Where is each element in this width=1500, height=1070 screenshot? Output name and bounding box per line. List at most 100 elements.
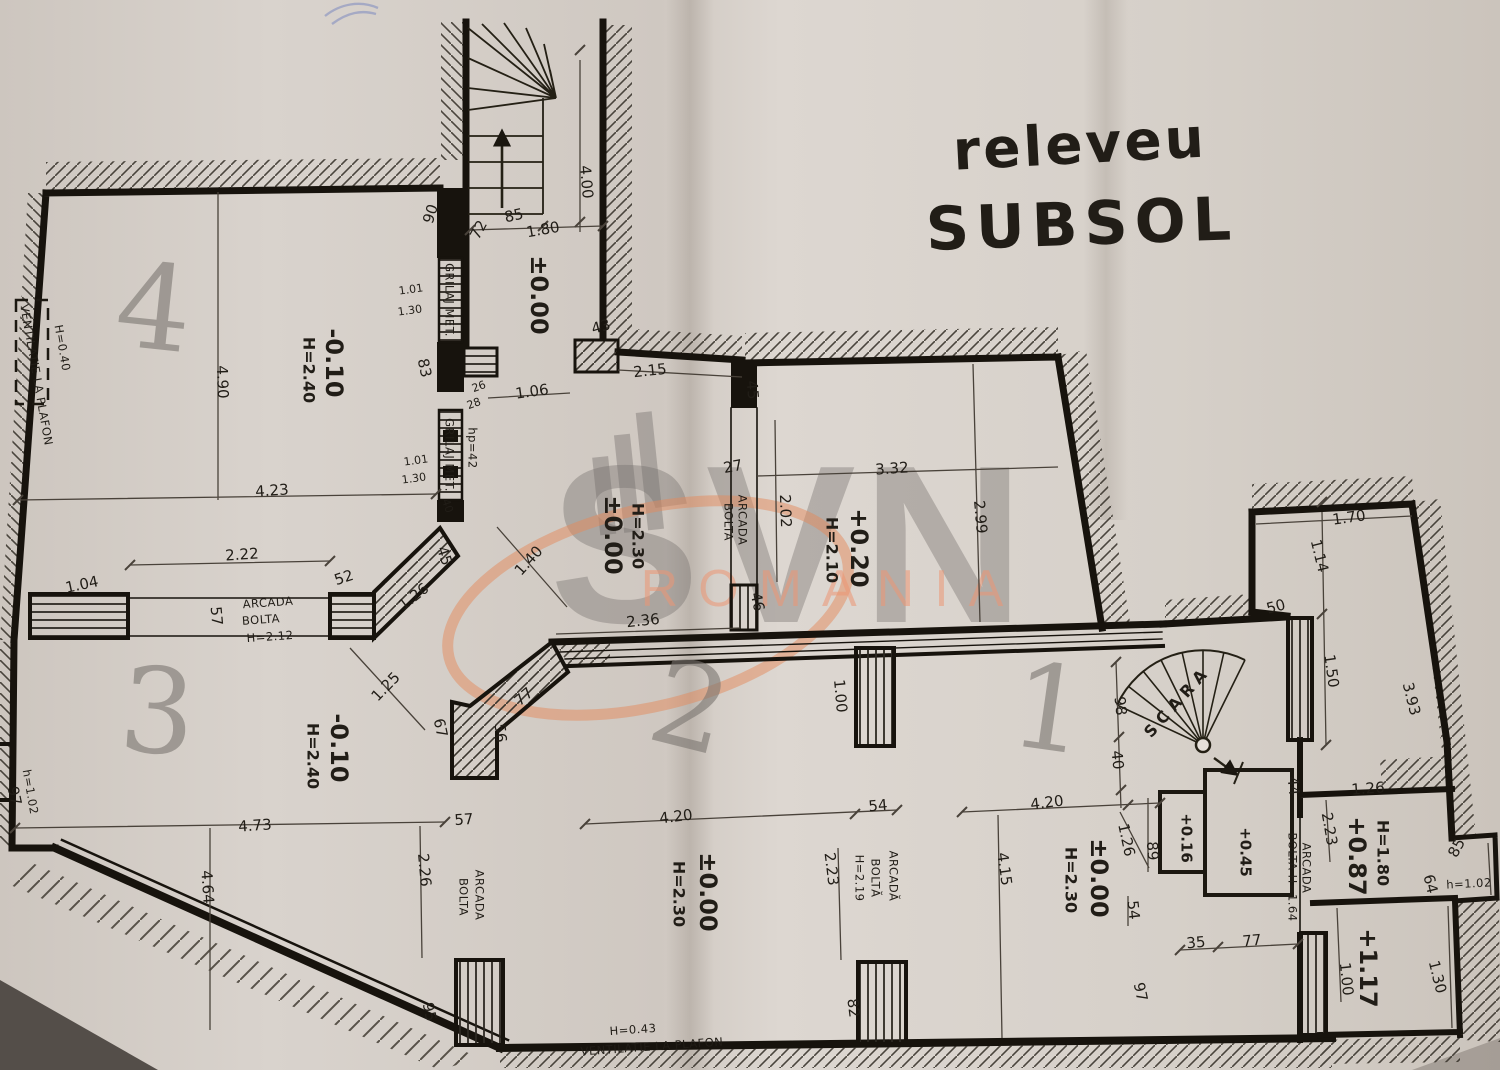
- dimension-label: 50: [1264, 595, 1287, 617]
- walls: [0, 18, 1500, 1054]
- dimension-label: 56: [491, 723, 511, 744]
- platform-016: [1158, 790, 1207, 874]
- grille-note: GRILAJ MET.: [443, 263, 457, 337]
- ventilation-duct-dashed: [14, 298, 50, 406]
- level-label: -0.10: [320, 328, 348, 397]
- dimension-label: 90: [419, 202, 442, 226]
- dimension-label: 2.99: [970, 500, 991, 535]
- dimension-label: 1.30: [401, 470, 427, 486]
- dimension-label: 2.26: [414, 853, 435, 888]
- dimension-label: 44: [1284, 776, 1304, 797]
- dimension-label: 95: [419, 1001, 441, 1023]
- dimension-label: 77: [1242, 931, 1263, 951]
- dimension-label: 2.36: [625, 610, 660, 631]
- dimension-label: 89: [1143, 841, 1162, 861]
- dimension-label: 26: [470, 378, 488, 395]
- height-label: H=2.30: [1062, 847, 1081, 913]
- arch-note: ARCADA: [736, 495, 750, 546]
- level-label: +0.20: [845, 508, 873, 587]
- level-label: +0.87: [1343, 816, 1371, 895]
- arch-note: BOLTA: [722, 503, 736, 541]
- table-corner-shadow: [0, 980, 158, 1070]
- arch-note: BOLTA H=1.64: [1286, 832, 1300, 921]
- ventilation-note: H=0.43: [609, 1021, 657, 1038]
- dimension-lines: [9, 44, 1492, 1039]
- level-label: -0.10: [325, 713, 353, 782]
- dimension-label: 1.01: [403, 452, 429, 468]
- dimension-label: 2.22: [225, 544, 260, 564]
- dimension-label: 2.23: [821, 851, 843, 886]
- level-label: ±0.00: [1085, 838, 1113, 917]
- dimension-label: 1.00: [1336, 961, 1357, 996]
- dimension-label: 40: [1108, 750, 1128, 771]
- dimension-label: 98: [1111, 696, 1131, 717]
- plan-title-line1: releveu: [951, 106, 1208, 183]
- arch-note: H=2.19: [853, 855, 867, 902]
- dimension-label: 45: [433, 544, 456, 568]
- level-label: +0.45: [1237, 827, 1255, 877]
- room-number-pencil: 3: [115, 640, 200, 783]
- grille-note: GRILAJ MET.: [443, 418, 457, 492]
- dimension-label: 4.00: [576, 165, 597, 200]
- dimension-label: 2.02: [776, 494, 795, 528]
- level-label: ±0.00: [525, 255, 553, 334]
- dimension-label: 27: [722, 456, 744, 477]
- blue-stamp-mark: [324, 2, 379, 25]
- parapet-note: hp=42: [466, 427, 480, 468]
- height-label: H=2.40: [304, 723, 323, 789]
- niche-height-note: h=1.02: [1446, 875, 1492, 891]
- dimension-label: 57: [207, 606, 227, 627]
- dimension-label: 1.30: [397, 302, 423, 318]
- dimension-label: 1.50: [1320, 653, 1342, 689]
- room-number-pencil: 4: [110, 235, 199, 380]
- arch-note: BOLTA: [457, 878, 471, 916]
- arch-note: ARCADA: [473, 870, 487, 921]
- dimension-label: 4.90: [213, 365, 232, 399]
- dimension-label: 54: [868, 796, 889, 816]
- dimension-label: 3.32: [875, 458, 910, 478]
- arch-note: BOLTĂ: [869, 859, 884, 898]
- dimension-label: 1.06: [514, 380, 550, 402]
- dimension-label: 28: [465, 395, 483, 412]
- spiral-staircase: [1116, 649, 1246, 785]
- level-label: ±0.00: [599, 495, 627, 574]
- level-label: ±0.00: [694, 852, 722, 931]
- height-label: H=2.10: [823, 517, 842, 583]
- arch-note: ARCADĂ: [887, 851, 902, 902]
- dimension-label: 52: [332, 566, 356, 589]
- dimension-label: 83: [414, 357, 436, 379]
- dimension-label: 43: [589, 315, 612, 337]
- dimension-label: 57: [454, 810, 474, 829]
- plan-title-line2: SUBSOL: [925, 184, 1239, 265]
- level-label: +1.17: [1354, 928, 1382, 1007]
- dimension-label: 64: [1419, 872, 1441, 895]
- arch-note: ARCADA: [1300, 843, 1314, 894]
- height-label: H=2.30: [629, 503, 648, 569]
- dimension-label: 4.15: [993, 851, 1015, 887]
- dimension-label: 40: [439, 497, 456, 514]
- dimension-label: 1.00: [830, 679, 851, 714]
- height-label: H=2.40: [300, 337, 319, 403]
- arch-note: BOLTA: [241, 611, 280, 628]
- stairs-top: [467, 22, 557, 215]
- dimension-label: 2.15: [632, 360, 667, 381]
- level-label: +0.16: [1178, 813, 1196, 863]
- dimension-label: 46: [747, 591, 769, 613]
- dimension-label: 35: [1186, 933, 1207, 953]
- watermark-swoosh: [442, 495, 854, 721]
- dimension-label: 4.20: [658, 806, 693, 828]
- dimension-label: 85: [503, 205, 525, 227]
- dimension-label: 1.70: [1331, 506, 1367, 528]
- watermark-country: ROMANIA: [641, 560, 1024, 618]
- dimension-label: 1.26: [1351, 778, 1386, 798]
- arch-note: H=2.12: [246, 628, 294, 645]
- height-label: H=2.30: [670, 861, 689, 927]
- grille-openings: [437, 256, 464, 502]
- dimension-label: 4.73: [238, 815, 273, 835]
- dimension-label: 67: [430, 717, 452, 739]
- dimension-label: 97: [4, 785, 26, 807]
- dimension-label: 97: [1130, 981, 1152, 1003]
- dimension-label: 2.23: [1318, 811, 1342, 847]
- dimension-label: 54: [1124, 900, 1144, 921]
